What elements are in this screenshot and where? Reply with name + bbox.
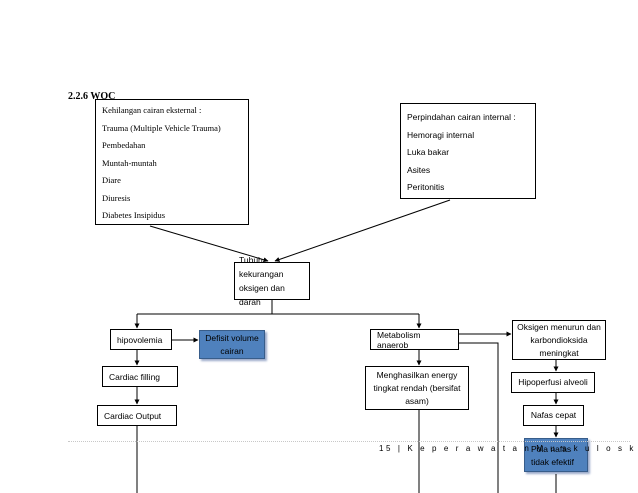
diagnosis-pola-nafas: Pola nafas tidak efektif — [524, 438, 588, 472]
external-loss-item: Kehilangan cairan eksternal : — [102, 105, 202, 115]
internal-shift-box: Perpindahan cairan internal : Hemoragi i… — [400, 103, 536, 199]
footer-divider — [68, 441, 630, 442]
internal-shift-item: Hemoragi internal — [407, 129, 475, 140]
external-loss-item: Trauma (Multiple Vehicle Trauma) — [102, 122, 221, 133]
node-cardiac-output-text: Cardiac Output — [104, 410, 162, 421]
arrow-internal-to-tubuh — [274, 199, 451, 262]
internal-shift-item: Luka bakar — [407, 147, 450, 157]
section-heading: 2.2.6 WOC — [68, 91, 116, 102]
node-hipoperfusi-alveoli: Hipoperfusi alveoli — [511, 372, 595, 393]
node-metabolism-text: Metabolism anaerob — [377, 329, 421, 350]
node-cardiac-filling: Cardiac filling — [102, 366, 178, 387]
diagnosis-defisit-text: Defisit volume cairan — [205, 332, 259, 356]
node-tubuh-text: Tubuh kekurangan oksigen dan darah — [239, 255, 285, 307]
external-loss-box: Kehilangan cairan eksternal : Trauma (Mu… — [95, 99, 249, 225]
external-loss-item: Diuresis — [102, 192, 131, 203]
external-loss-item: Pembedahan — [102, 140, 146, 150]
external-loss-item: Diare — [102, 175, 121, 185]
node-oksigen-text: Oksigen menurun dan karbondioksida menin… — [517, 321, 601, 358]
external-loss-item: Muntah-muntah — [102, 157, 157, 168]
internal-shift-item: Asites — [407, 164, 431, 175]
internal-shift-item: Peritonitis — [407, 182, 445, 192]
node-cardiac-output: Cardiac Output — [97, 405, 177, 426]
page-footer: 15 | K e p e r a w a t a n M u s k u l o… — [379, 444, 636, 453]
node-nafas-cepat: Nafas cepat — [523, 405, 584, 426]
node-tubuh-kekurangan: Tubuh kekurangan oksigen dan darah — [234, 255, 310, 307]
node-menghasilkan-energy: Menghasilkan energy tingkat rendah (bers… — [365, 366, 469, 410]
diagnosis-defisit-volume: Defisit volume cairan — [199, 330, 265, 359]
node-cardiac-filling-text: Cardiac filling — [109, 371, 161, 382]
node-hipovolemia: hipovolemia — [110, 329, 172, 350]
external-loss-item: Diabetes Insipidus — [102, 210, 166, 220]
node-nafas-cepat-text: Nafas cepat — [530, 410, 577, 420]
node-metabolism-anaerob: Metabolism anaerob — [370, 329, 459, 350]
arrow-external-to-tubuh — [149, 225, 269, 263]
node-hipovolemia-text: hipovolemia — [117, 334, 163, 345]
node-hipoperfusi-text: Hipoperfusi alveoli — [518, 377, 588, 387]
node-menghasilkan-text: Menghasilkan energy tingkat rendah (bers… — [373, 369, 461, 406]
diagnosis-pola-nafas-text: Pola nafas tidak efektif — [531, 444, 574, 467]
line-metabolism-right — [459, 342, 499, 493]
internal-shift-item: Perpindahan cairan internal : — [407, 112, 516, 122]
node-oksigen-menurun: Oksigen menurun dan karbondioksida menin… — [512, 320, 606, 360]
